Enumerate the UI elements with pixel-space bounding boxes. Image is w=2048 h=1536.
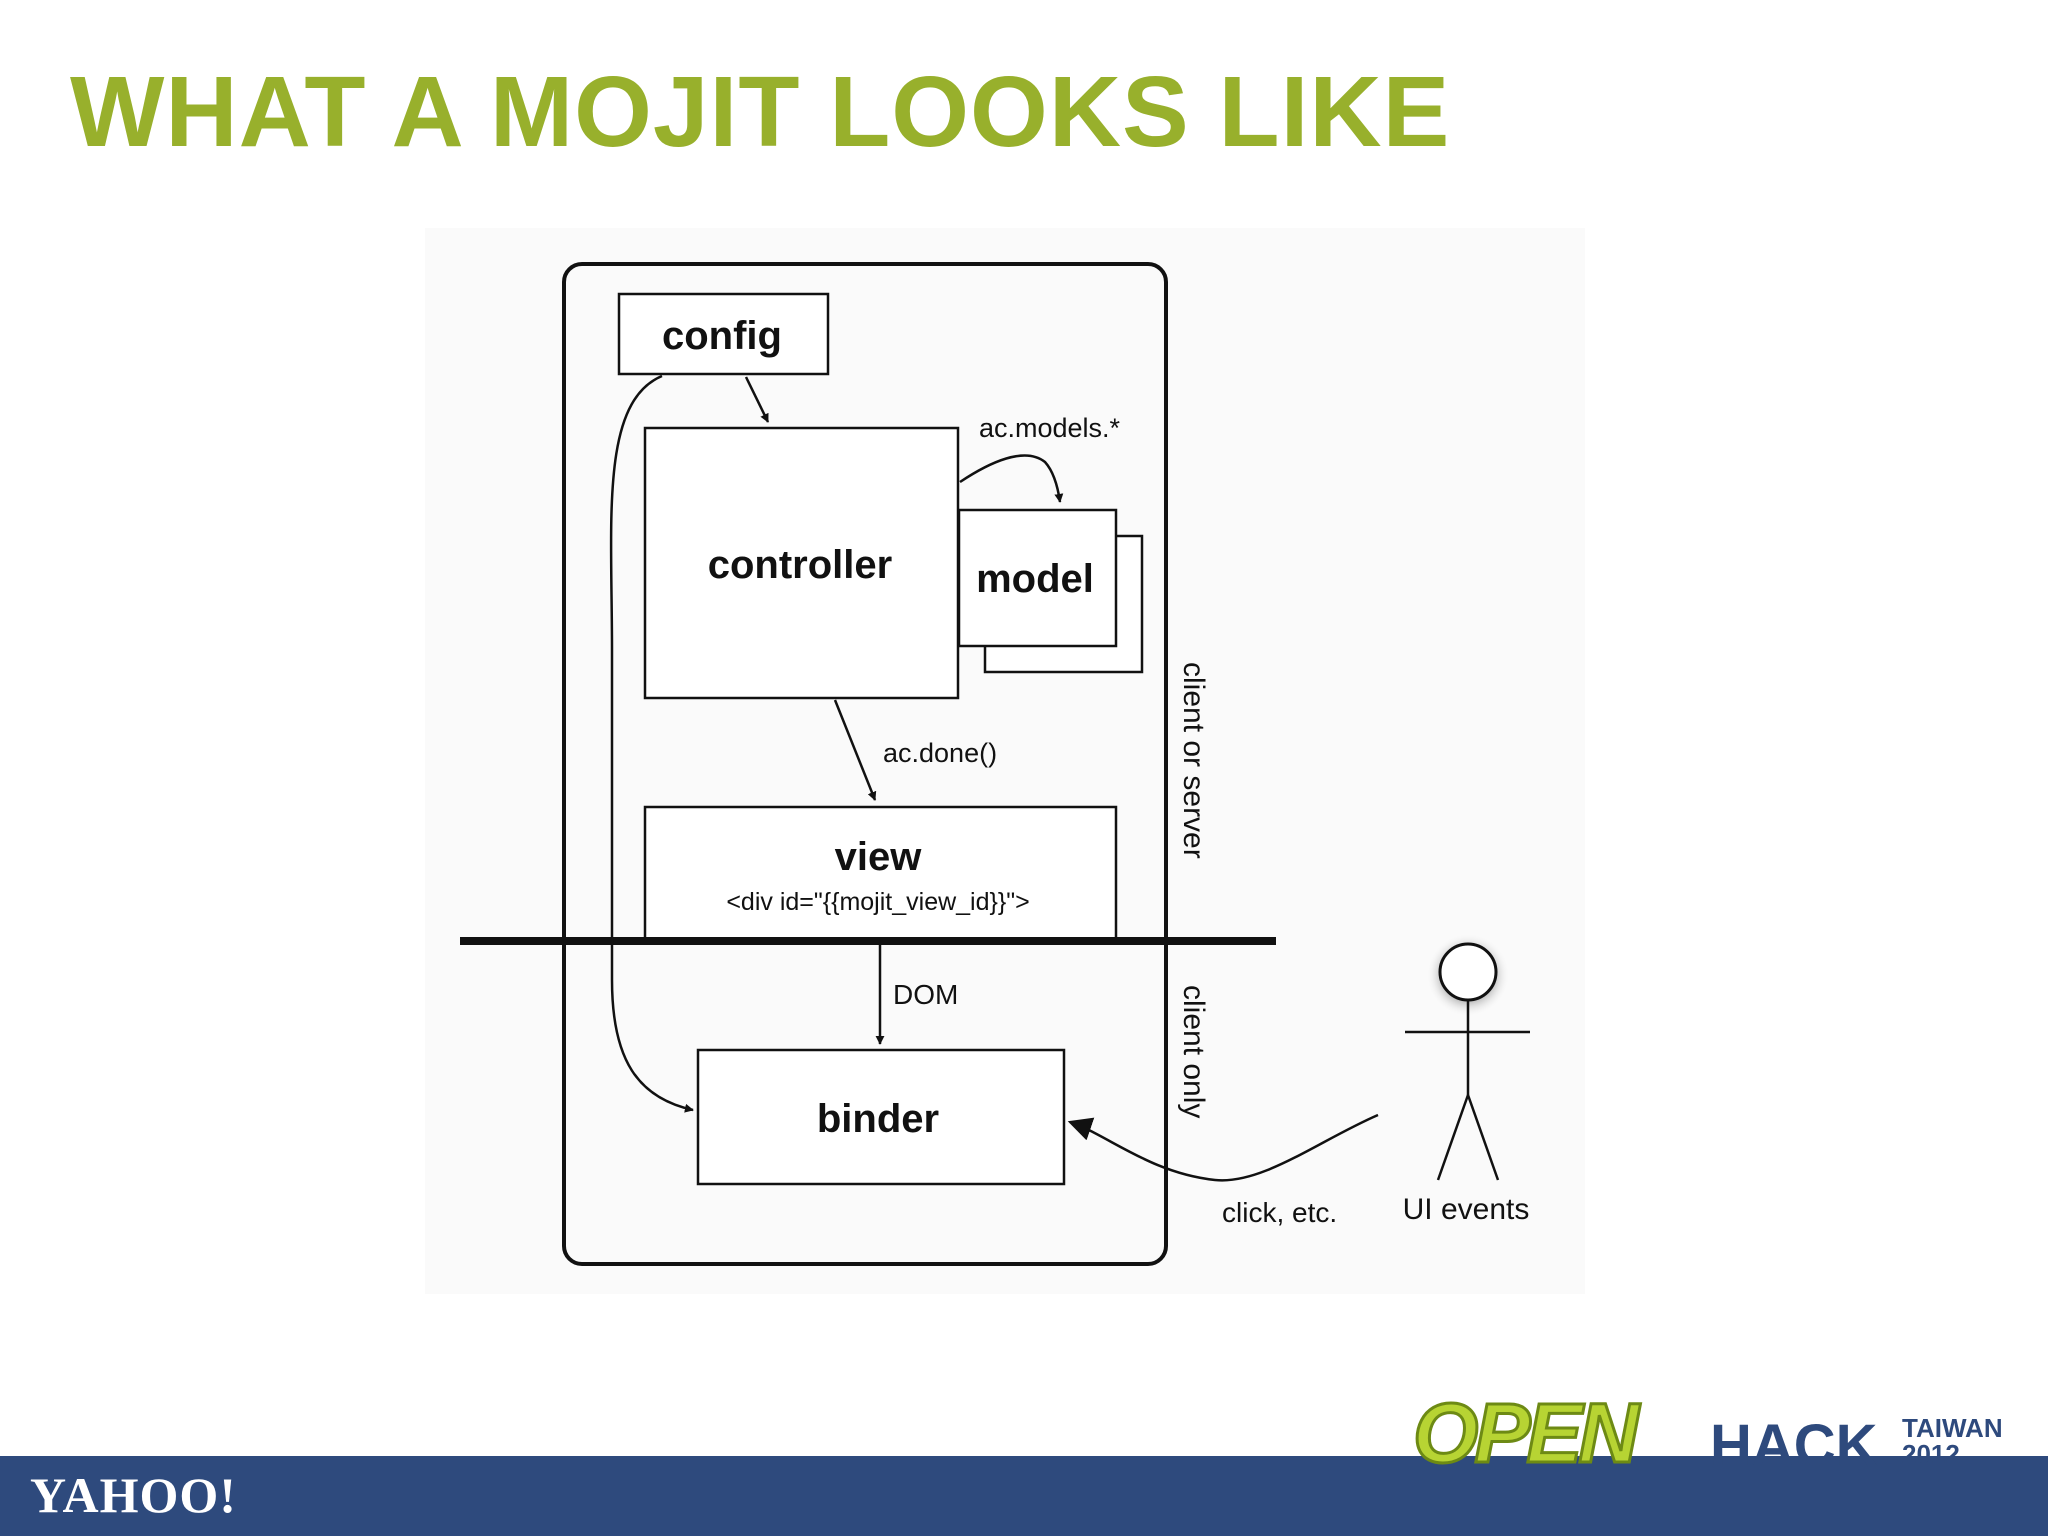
open-wordmark: OPEN — [1413, 1386, 1641, 1480]
model-label: model — [976, 557, 1094, 601]
footer-bar — [0, 1456, 2048, 1536]
controller-to-model-arrow — [959, 454, 1064, 503]
controller-box — [643, 426, 960, 700]
config-to-controller-arrow — [744, 376, 770, 423]
client-only-label: client only — [1177, 985, 1210, 1118]
mojit-diagram: config controller model view <div id="{{… — [460, 262, 1530, 1266]
yahoo-logo: YAHOO! — [30, 1467, 237, 1523]
controller-to-view-arrow — [833, 699, 877, 801]
mojit-container — [562, 262, 1168, 1266]
year-wordmark: 2012 — [1902, 1439, 1960, 1469]
client-or-server-label: client or server — [1177, 662, 1210, 859]
view-label: view — [835, 835, 923, 879]
binder-box — [696, 1048, 1066, 1186]
slide-title: WHAT A MOJIT LOOKS LIKE — [70, 56, 1451, 168]
actor-head — [1438, 942, 1498, 1002]
dom-label: DOM — [893, 979, 958, 1010]
view-code-label: <div id="{{mojit_view_id}}"> — [726, 888, 1029, 916]
ac-done-label: ac.done() — [883, 738, 997, 768]
ui-events-to-binder-arrow — [1067, 1113, 1379, 1182]
ac-models-label: ac.models.* — [979, 413, 1121, 443]
ui-events-label: UI events — [1403, 1193, 1530, 1226]
config-to-binder-arrow — [609, 374, 694, 1113]
open-hack-logo: OPEN HACK TAIWAN 2012 — [1412, 1385, 2003, 1482]
config-box — [617, 292, 830, 376]
taiwan-wordmark: TAIWAN — [1902, 1413, 2003, 1443]
config-label: config — [662, 314, 782, 358]
model-box — [957, 508, 1118, 648]
controller-label: controller — [708, 543, 892, 587]
click-label: click, etc. — [1222, 1197, 1337, 1228]
hack-wordmark: HACK — [1710, 1413, 1878, 1478]
ui-user-actor — [1405, 933, 1530, 1181]
binder-label: binder — [817, 1097, 939, 1141]
